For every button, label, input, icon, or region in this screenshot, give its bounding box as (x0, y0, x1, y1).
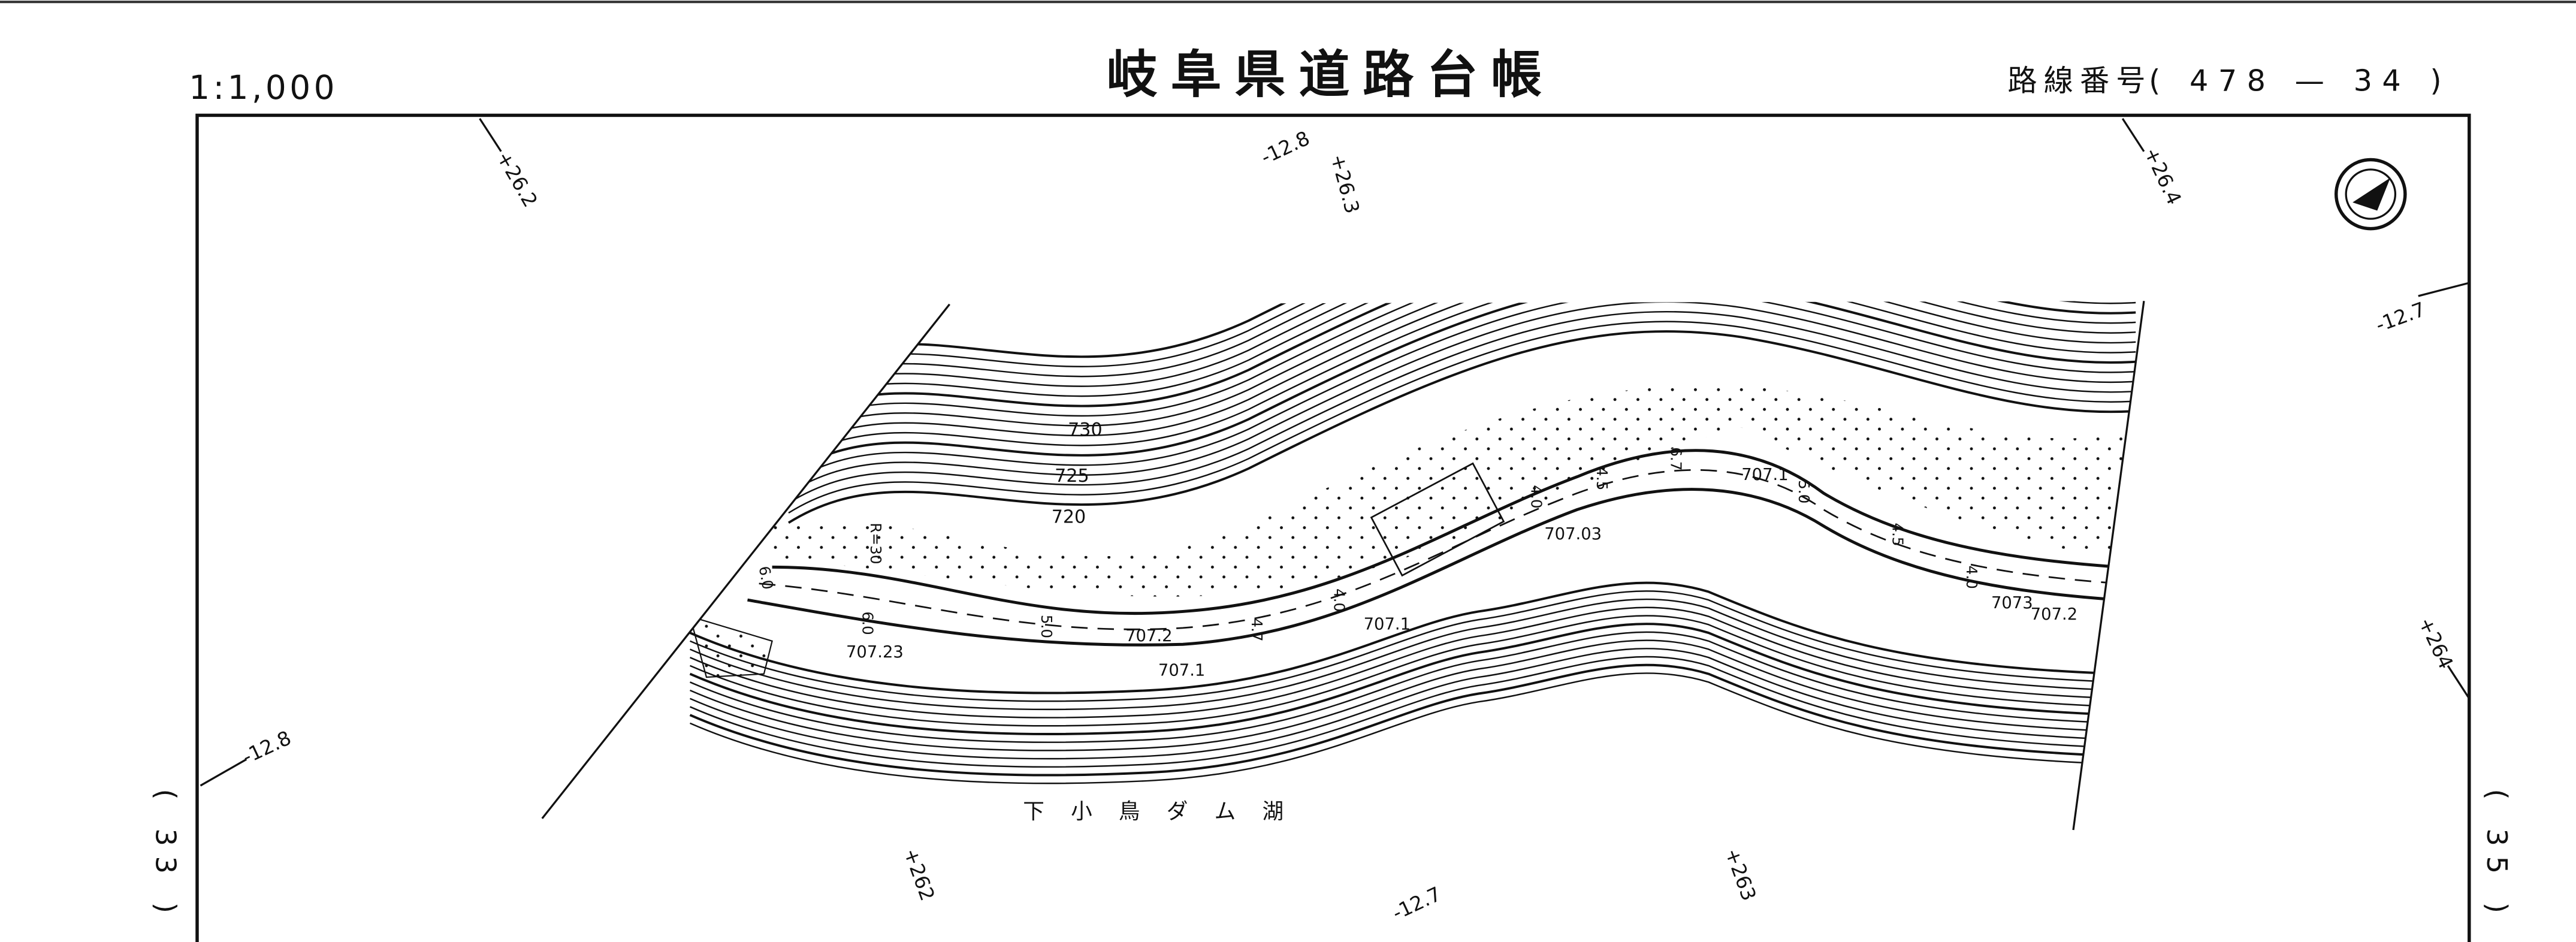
elevation-label: 707.03 (1544, 525, 1602, 544)
contour-line (689, 623, 2119, 736)
contour-line (788, 301, 2136, 395)
scale-label: 1:1,000 (189, 68, 338, 107)
map-frame (195, 113, 2471, 942)
compass-north-arrow-icon (2334, 158, 2407, 231)
upper-contours (787, 301, 2136, 524)
sheet-title: 岐阜県道路台帳 (1107, 46, 1555, 105)
width-label: 4.5 (1593, 467, 1611, 490)
grid-label: +26.2 (492, 147, 542, 211)
contour-line (689, 663, 2119, 777)
contour-line (787, 330, 2136, 524)
adjacent-sheet-right: ( 35 ) (2481, 789, 2513, 923)
elevation-label: 707.23 (846, 643, 904, 662)
embankment-dotted-area (772, 385, 2136, 597)
width-label: 4.0 (1963, 566, 1980, 589)
contour-line (788, 301, 2136, 494)
curve-radius-label: R=30 (867, 523, 884, 564)
contour-line (690, 648, 2119, 760)
grid-label: -12.8 (238, 726, 295, 768)
grid-label: -12.7 (1388, 882, 1445, 925)
width-label: 4.7 (1248, 618, 1266, 641)
elevation-label: 707.1 (1741, 466, 1788, 484)
sheet-boundary-lines (200, 118, 2471, 831)
bridge-grid (1370, 462, 1505, 577)
contour-line (788, 301, 2136, 415)
contour-line (787, 301, 2136, 376)
elevation-label: 707.2 (2031, 605, 2077, 624)
width-label: 5.0 (1795, 480, 1813, 503)
contour-labels: 730 725 720 (1052, 419, 1103, 527)
grid-label: +263 (1720, 845, 1761, 904)
contour-line (690, 672, 2119, 784)
width-label: 6.7 (1667, 447, 1684, 470)
width-label: 6.0 (859, 611, 876, 635)
contour-line (788, 301, 2136, 386)
contour-line (690, 606, 2119, 718)
contour-label: 720 (1052, 506, 1086, 527)
contour-line (690, 639, 2119, 751)
grid-label: +26.3 (1326, 152, 1364, 216)
contour-label: 725 (1055, 466, 1089, 487)
elevation-labels: 707.2 707.23 707.1 707.1 707.03 707.1 70… (846, 466, 2077, 680)
width-label: 6.0 (756, 564, 777, 591)
contour-line (788, 301, 2136, 464)
elevation-label: 7073 (1991, 594, 2033, 612)
contour-line (788, 301, 2136, 406)
width-label: 4.0 (1527, 485, 1545, 508)
contour-line (788, 321, 2136, 514)
contour-line (788, 301, 2136, 435)
contour-line (788, 301, 2136, 455)
elevation-label: 707.2 (1125, 627, 1172, 645)
grid-label: +264 (2414, 614, 2459, 672)
route-number: ( 478 — 34 ) (2149, 63, 2451, 98)
grid-label: +262 (899, 845, 940, 904)
width-label: 4.0 (1330, 588, 1348, 612)
grid-label: +26.4 (2140, 144, 2187, 209)
contour-line (787, 301, 2136, 475)
contour-line (690, 590, 2119, 702)
contour-line (787, 301, 2136, 425)
width-label: 5.0 (1038, 615, 1055, 638)
grid-label: -12.8 (1257, 126, 1313, 169)
contour-line (689, 581, 2119, 695)
contour-line (690, 656, 2119, 768)
place-name-lake: 下 小 鳥 ダ ム 湖 (1023, 799, 1293, 824)
contour-line (788, 301, 2136, 445)
shore-dotted-area (688, 615, 773, 678)
route-number-label: 路線番号 (2007, 63, 2152, 98)
width-label: 4.5 (1889, 523, 1906, 546)
elevation-label: 707.1 (1364, 615, 1411, 634)
contour-line (690, 631, 2119, 744)
contour-line (788, 301, 2136, 484)
elevation-label: 707.1 (1158, 661, 1205, 680)
lower-contours (689, 581, 2119, 784)
contour-line (690, 615, 2119, 727)
road-edges (747, 449, 2119, 647)
width-labels: R=30 6.0 6.0 5.0 4.7 4.0 4.0 4.5 6.7 5.0… (756, 447, 1980, 641)
adjacent-sheet-left: ( 33 ) (149, 789, 182, 923)
contour-line (690, 598, 2119, 711)
grid-label: -12.7 (2372, 297, 2428, 337)
contour-line (788, 310, 2136, 504)
contour-label: 730 (1068, 419, 1103, 440)
